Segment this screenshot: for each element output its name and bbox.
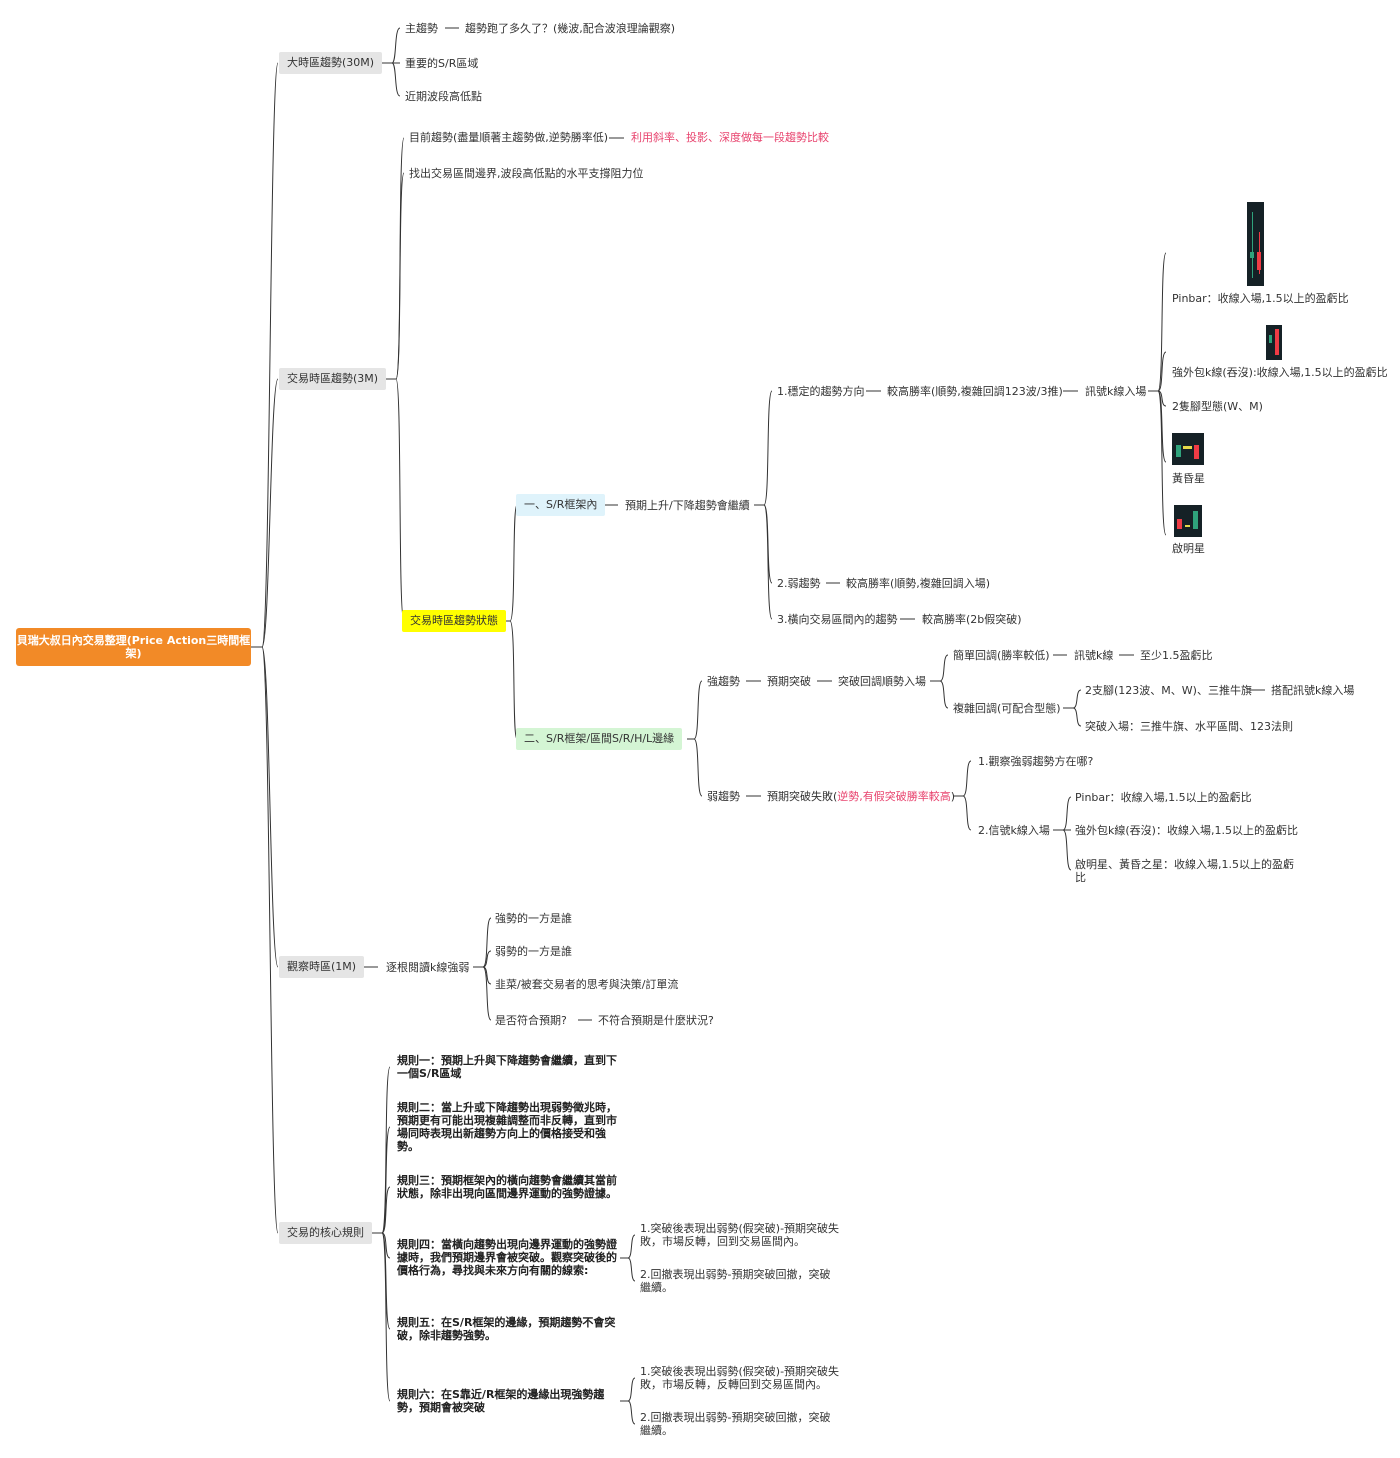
node-trapped-traders[interactable]: 韭菜/被套交易者的思考與決策/訂單流 bbox=[495, 978, 679, 991]
branch-trade-timeframe[interactable]: 交易時區趨勢(3M) bbox=[279, 368, 387, 390]
rule-4-case-1[interactable]: 1.突破後表現出弱勢(假突破)-預期突破失敗，市場反轉，回到交易區間內。 bbox=[640, 1222, 840, 1248]
node-sr-frame-edge[interactable]: 二、S/R框架/區間S/R/H/L邊緣 bbox=[516, 728, 683, 750]
node-sideways-trend[interactable]: 3.橫向交易區間內的趨勢 bbox=[777, 613, 898, 626]
morning-star-image bbox=[1174, 505, 1202, 537]
node-sideways-trend-prob[interactable]: 較高勝率(2b假突破) bbox=[922, 613, 1022, 626]
rule-1[interactable]: 規則一：預期上升與下降趨勢會繼續，直到下一個S/R區域 bbox=[397, 1054, 617, 1080]
root-topic[interactable]: 貝瑞大叔日內交易整理(Price Action三時間框架) bbox=[16, 628, 251, 666]
node-two-leg-entry[interactable]: 搭配訊號k線入場 bbox=[1271, 684, 1355, 697]
node-within-sr-frame[interactable]: 一、S/R框架內 bbox=[516, 494, 606, 516]
node-observe-strength[interactable]: 1.觀察強弱趨勢方在哪? bbox=[978, 755, 1094, 768]
node-evening-star[interactable]: 黃昏星 bbox=[1172, 472, 1205, 485]
node-simple-rr[interactable]: 至少1.5盈虧比 bbox=[1140, 649, 1213, 662]
node-current-trend-note[interactable]: 利用斜率、投影、深度做每一段趨勢比較 bbox=[631, 131, 829, 144]
engulfing-candle-image bbox=[1266, 325, 1282, 360]
node-expect-continue[interactable]: 預期上升/下降趨勢會繼續 bbox=[625, 499, 750, 512]
branch-core-rules[interactable]: 交易的核心規則 bbox=[279, 1222, 372, 1244]
node-stable-trend-prob[interactable]: 較高勝率(順勢,複雜回調123波/3推) bbox=[887, 385, 1063, 398]
node-meets-expectation[interactable]: 是否符合預期? bbox=[495, 1014, 567, 1027]
node-expect-breakout[interactable]: 預期突破 bbox=[767, 675, 811, 688]
node-weak-side[interactable]: 弱勢的一方是誰 bbox=[495, 945, 572, 958]
node-simple-signal[interactable]: 訊號k線 bbox=[1074, 649, 1114, 662]
rule-6-case-2[interactable]: 2.回撤表現出弱勢-預期突破回撤，突破繼續。 bbox=[640, 1411, 831, 1437]
node-breakout-entry[interactable]: 突破入場：三推牛旗、水平區間、123法則 bbox=[1085, 720, 1293, 733]
node-signal-candle-entry[interactable]: 訊號k線入場 bbox=[1085, 385, 1147, 398]
node-edge-engulfing[interactable]: 強外包k線(吞沒)：收線入場,1.5以上的盈虧比 bbox=[1075, 824, 1298, 837]
node-strong-side[interactable]: 強勢的一方是誰 bbox=[495, 912, 572, 925]
node-range-boundary[interactable]: 找出交易區間邊界,波段高低點的水平支撐阻力位 bbox=[409, 167, 644, 180]
node-complex-pullback[interactable]: 複雜回調(可配合型態) bbox=[953, 702, 1061, 715]
node-read-candles[interactable]: 逐根閱讀k線強弱 bbox=[386, 961, 470, 974]
node-inner-two-legs[interactable]: 2隻腳型態(W、M) bbox=[1172, 400, 1263, 413]
evening-star-image bbox=[1172, 433, 1204, 465]
node-expect-failed-breakout[interactable]: 預期突破失敗(逆勢,有假突破勝率較高) bbox=[767, 790, 956, 803]
node-weak-trend-edge[interactable]: 弱趨勢 bbox=[707, 790, 740, 803]
node-stable-trend[interactable]: 1.穩定的趨勢方向 bbox=[777, 385, 865, 398]
node-inner-pinbar[interactable]: Pinbar：收線入場,1.5以上的盈虧比 bbox=[1172, 292, 1349, 305]
node-signal-candle-edge[interactable]: 2.信號k線入場 bbox=[978, 824, 1050, 837]
rule-6-case-1[interactable]: 1.突破後表現出弱勢(假突破)-預期突破失敗，市場反轉，反轉回到交易區間內。 bbox=[640, 1365, 840, 1391]
rule-3[interactable]: 規則三：預期框架內的橫向趨勢會繼續其當前狀態，除非出現向區間邊界運動的強勢證據。 bbox=[397, 1174, 617, 1200]
rule-2[interactable]: 規則二：當上升或下降趨勢出現弱勢徵兆時，預期更有可能出現複雜調整而非反轉，直到市… bbox=[397, 1101, 617, 1153]
node-inner-engulfing[interactable]: 強外包k線(吞沒):收線入場,1.5以上的盈虧比 bbox=[1172, 366, 1388, 379]
node-current-trend[interactable]: 目前趨勢(盡量順著主趨勢做,逆勢勝率低) bbox=[409, 131, 609, 144]
node-unexpected-case[interactable]: 不符合預期是什麼狀況? bbox=[598, 1014, 714, 1027]
node-simple-pullback[interactable]: 簡單回調(勝率較低) bbox=[953, 649, 1050, 662]
rule-4[interactable]: 規則四：當橫向趨勢出現向邊界運動的強勢證據時，我們預期邊界會被突破。觀察突破後的… bbox=[397, 1238, 617, 1277]
node-morning-star[interactable]: 啟明星 bbox=[1172, 542, 1205, 555]
pinbar-candle-image bbox=[1247, 202, 1264, 286]
rule-5[interactable]: 規則五：在S/R框架的邊緣，預期趨勢不會突破，除非趨勢強勢。 bbox=[397, 1316, 616, 1342]
node-strong-trend[interactable]: 強趨勢 bbox=[707, 675, 740, 688]
rule-4-case-2[interactable]: 2.回撤表現出弱勢-預期突破回撤，突破繼續。 bbox=[640, 1268, 831, 1294]
node-breakout-pullback-entry[interactable]: 突破回調順勢入場 bbox=[838, 675, 926, 688]
node-weak-trend-prob[interactable]: 較高勝率(順勢,複雜回調入場) bbox=[846, 577, 991, 590]
node-edge-pinbar[interactable]: Pinbar：收線入場,1.5以上的盈虧比 bbox=[1075, 791, 1252, 804]
node-trend-state[interactable]: 交易時區趨勢狀態 bbox=[402, 610, 506, 632]
node-main-trend-note[interactable]: 趨勢跑了多久了？(幾波,配合波浪理論觀察) bbox=[465, 22, 676, 35]
branch-big-timeframe[interactable]: 大時區趨勢(30M) bbox=[279, 52, 383, 74]
branch-watch-timeframe[interactable]: 觀察時區(1M) bbox=[279, 956, 365, 978]
node-main-trend[interactable]: 主趨勢 bbox=[405, 22, 438, 35]
node-two-leg-pattern[interactable]: 2支腳(123波、M、W)、三推牛旗 bbox=[1085, 684, 1252, 697]
rule-6[interactable]: 規則六：在S靠近/R框架的邊緣出現強勢趨勢，預期會被突破 bbox=[397, 1388, 605, 1414]
node-weak-trend-inner[interactable]: 2.弱趨勢 bbox=[777, 577, 821, 590]
node-recent-swing[interactable]: 近期波段高低點 bbox=[405, 90, 482, 103]
node-edge-stars[interactable]: 啟明星、黃昏之星：收線入場,1.5以上的盈虧比 bbox=[1075, 858, 1294, 884]
node-important-sr[interactable]: 重要的S/R區域 bbox=[405, 57, 479, 70]
